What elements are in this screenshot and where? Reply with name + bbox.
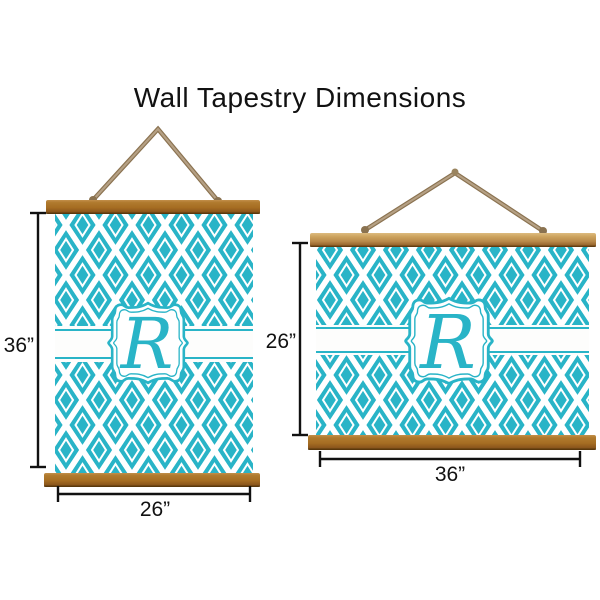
portrait-width-label: 26”	[140, 498, 170, 521]
rope-knot-icon	[361, 226, 369, 234]
page-title: Wall Tapestry Dimensions	[133, 82, 467, 113]
bottom-wood-rod	[308, 435, 596, 450]
rope-hanger-icon	[89, 125, 222, 205]
rod-shadow-edge	[310, 245, 596, 247]
landscape-width-label: 36”	[435, 463, 465, 486]
rod-shadow-edge	[46, 212, 260, 214]
rod-shadow-edge	[308, 448, 596, 450]
portrait-height-label: 36”	[4, 334, 34, 357]
portrait-tapestry: R 36” 26”	[4, 125, 260, 521]
height-dimension-line	[30, 211, 46, 469]
landscape-height-label: 26”	[266, 330, 296, 353]
monogram-letter: R	[119, 303, 174, 385]
height-dimension-line	[292, 241, 308, 437]
top-wood-rod	[310, 233, 596, 247]
rod-shadow-edge	[44, 485, 260, 487]
rope-hanger-icon	[361, 168, 547, 235]
width-dimension-line	[318, 451, 582, 467]
bottom-wood-rod	[44, 473, 260, 487]
top-wood-rod	[46, 200, 260, 214]
rope-knot-icon	[451, 168, 459, 176]
width-dimension-line	[56, 486, 252, 502]
landscape-tapestry: R 26” 36”	[266, 168, 596, 486]
monogram-letter: R	[418, 300, 476, 386]
